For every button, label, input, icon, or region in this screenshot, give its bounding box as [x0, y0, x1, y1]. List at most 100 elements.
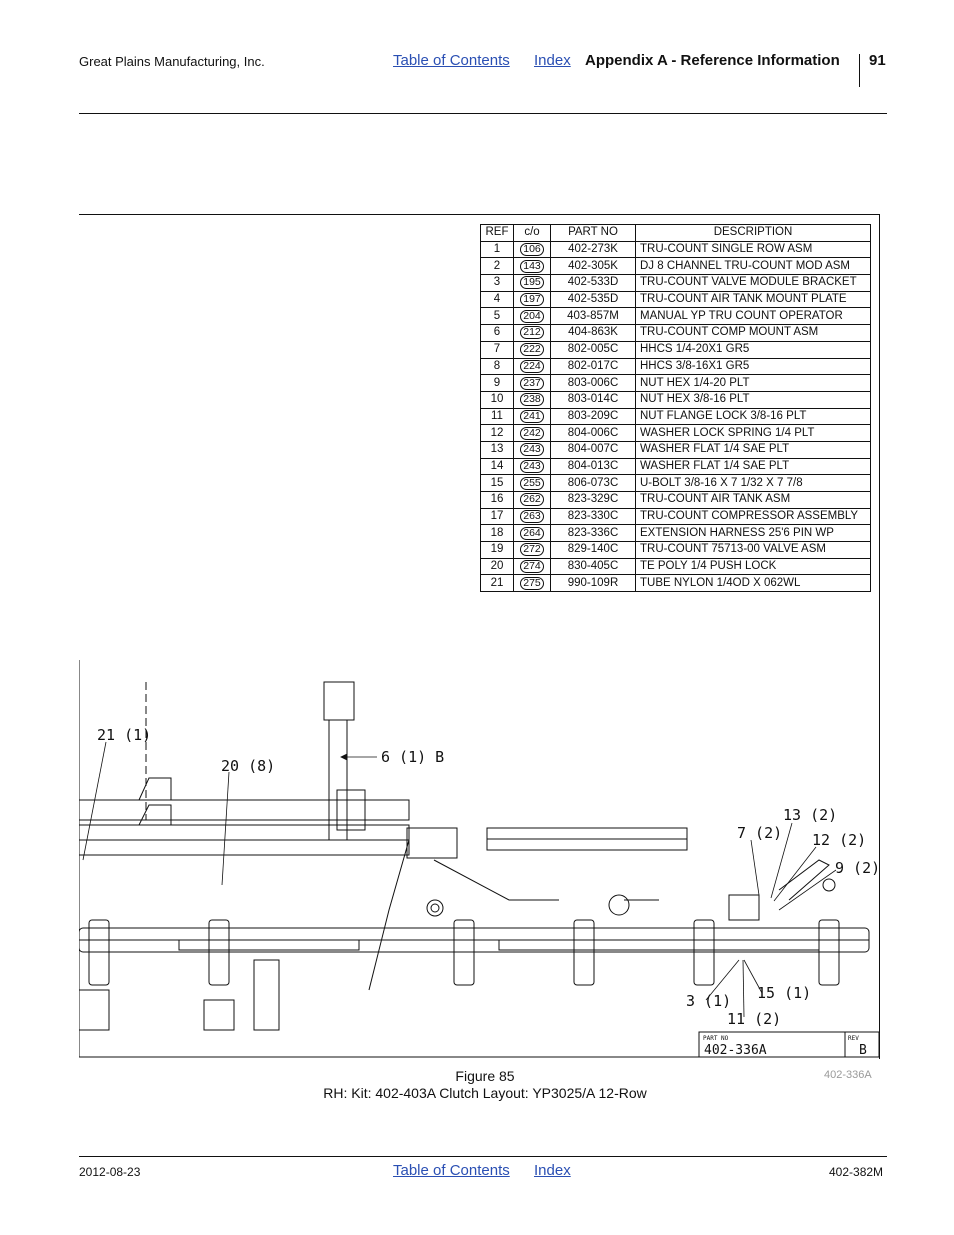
co-cell: 237 — [513, 374, 551, 392]
part-no-cell: 804-013C — [550, 457, 636, 476]
header-divider — [859, 54, 860, 87]
co-cell: 197 — [513, 290, 551, 309]
description-cell: EXTENSION HARNESS 25'6 PIN WP — [635, 524, 871, 543]
part-no-cell: 806-073C — [550, 474, 636, 492]
co-number: 204 — [520, 309, 544, 323]
co-number: 143 — [520, 259, 544, 273]
header-index-link[interactable]: Index — [534, 52, 571, 69]
description-cell: TRU-COUNT COMPRESSOR ASSEMBLY — [635, 507, 871, 526]
parts-table: REF c/o PART NO DESCRIPTION 1 106 402-273K… — [480, 224, 871, 593]
header-rule — [79, 113, 887, 114]
ref-cell: 21 — [480, 574, 514, 593]
co-cell: 195 — [513, 274, 551, 292]
header-toc-link[interactable]: Table of Contents — [393, 52, 510, 69]
part-no-cell: 990-109R — [550, 574, 636, 593]
hardware-bracket — [608, 859, 836, 921]
part-no-cell: 803-014C — [550, 390, 636, 409]
co-cell: 264 — [513, 524, 551, 543]
co-cell: 275 — [513, 574, 551, 593]
callout-6: 6 (1) B — [381, 748, 444, 766]
co-number: 241 — [520, 409, 544, 423]
ref-cell: 14 — [480, 457, 514, 476]
callout-3: 3 (1) — [686, 992, 731, 1010]
description-cell: TRU-COUNT COMP MOUNT ASM — [635, 324, 871, 342]
table-header-row: REF c/o PART NO DESCRIPTION — [480, 224, 871, 242]
ref-cell: 20 — [480, 557, 514, 576]
ref-cell: 11 — [480, 407, 514, 426]
co-number: 275 — [520, 576, 544, 590]
title-block-part-no: 402-336A — [704, 1043, 767, 1058]
drawing-id: 402-336A — [824, 1069, 872, 1081]
ref-cell: 7 — [480, 340, 514, 359]
title-block-rev: B — [859, 1043, 867, 1058]
co-number: 243 — [520, 459, 544, 473]
toolbar-frame — [79, 681, 688, 991]
footer-date: 2012-08-23 — [79, 1165, 141, 1179]
title-block-rev-label: REV — [848, 1035, 859, 1042]
part-no-cell: 402-305K — [550, 257, 636, 276]
figure-caption: Figure 85 RH: Kit: 402-403A Clutch Layou… — [300, 1068, 670, 1102]
co-number: 272 — [520, 543, 544, 557]
co-number: 274 — [520, 560, 544, 574]
co-number: 264 — [520, 526, 544, 540]
co-number: 195 — [520, 276, 544, 290]
description-cell: HHCS 1/4-20X1 GR5 — [635, 340, 871, 359]
part-no-cell: 823-336C — [550, 524, 636, 543]
callout-15: 15 (1) — [757, 984, 811, 1002]
title-block-part-label: PART NO — [703, 1035, 729, 1042]
part-no-cell: 804-007C — [550, 440, 636, 459]
part-no-cell: 402-273K — [550, 240, 636, 259]
description-cell: WASHER FLAT 1/4 SAE PLT — [635, 440, 871, 459]
ref-cell: 16 — [480, 491, 514, 509]
description-cell: TRU-COUNT 75713-00 VALVE ASM — [635, 541, 871, 559]
co-cell: 106 — [513, 240, 551, 259]
ref-cell: 10 — [480, 390, 514, 409]
part-no-cell: 804-006C — [550, 424, 636, 442]
description-cell: TE POLY 1/4 PUSH LOCK — [635, 557, 871, 576]
description-cell: TRU-COUNT SINGLE ROW ASM — [635, 240, 871, 259]
description-cell: MANUAL YP TRU COUNT OPERATOR — [635, 307, 871, 326]
col-co-header: c/o — [513, 224, 551, 242]
ref-cell: 3 — [480, 274, 514, 292]
description-cell: HHCS 3/8-16X1 GR5 — [635, 357, 871, 376]
ref-cell: 19 — [480, 541, 514, 559]
ref-cell: 1 — [480, 240, 514, 259]
part-no-cell: 830-405C — [550, 557, 636, 576]
co-number: 106 — [520, 243, 544, 257]
co-cell: 224 — [513, 357, 551, 376]
footer-index-link[interactable]: Index — [534, 1162, 571, 1179]
footer-toc-link[interactable]: Table of Contents — [393, 1162, 510, 1179]
assembly-drawing: PART NO REV 402-336A B 21 (1) 20 (8) 6 (… — [79, 660, 879, 1058]
ref-cell: 2 — [480, 257, 514, 276]
description-cell: NUT FLANGE LOCK 3/8-16 PLT — [635, 407, 871, 426]
co-number: 197 — [520, 293, 544, 307]
figure-panel — [79, 214, 880, 1059]
co-number: 262 — [520, 493, 544, 507]
co-number: 238 — [520, 393, 544, 407]
footer-doc-number: 402-382M — [829, 1165, 884, 1179]
co-cell: 242 — [513, 424, 551, 442]
row-units — [79, 919, 840, 1031]
col-partno-header: PART NO — [550, 224, 636, 242]
description-cell: TUBE NYLON 1/4OD X 062WL — [635, 574, 871, 593]
co-number: 222 — [520, 343, 544, 357]
co-cell: 262 — [513, 491, 551, 509]
callout-9: 9 (2) — [835, 859, 879, 877]
ref-cell: 4 — [480, 290, 514, 309]
co-cell: 143 — [513, 257, 551, 276]
ref-cell: 18 — [480, 524, 514, 543]
part-no-cell: 803-209C — [550, 407, 636, 426]
